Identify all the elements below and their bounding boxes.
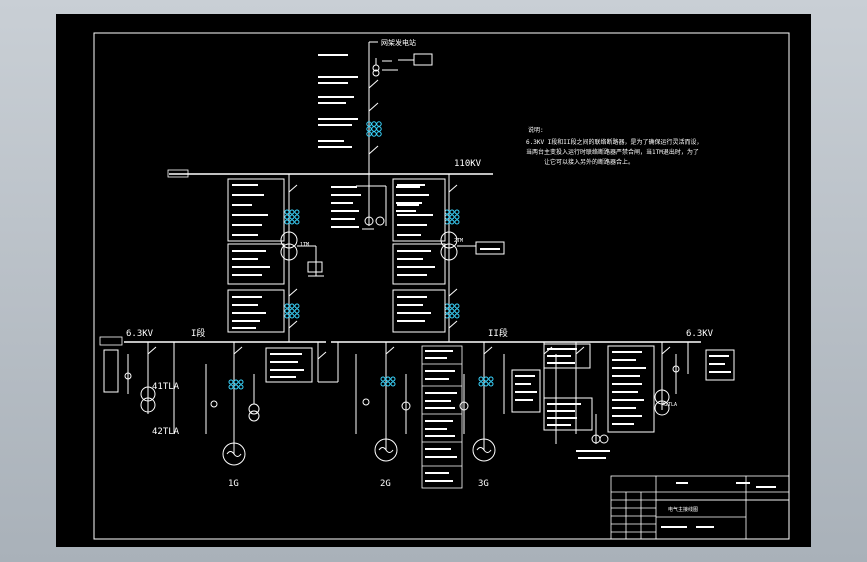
notes-block: 说明: 6.3KV I段和II段之间的联络断路器，是为了确保运行灵活而设， 当两… [526,126,703,166]
tr-42tla-left-label: 42TLA [152,427,180,437]
pt-branch-110 [356,174,387,230]
incomer-feeder [366,41,433,174]
title-block [610,475,790,540]
generator-3g-branch [459,342,505,462]
bus-end-box [167,169,189,178]
drawing-sheet: 网架发电站 110KV [56,14,811,547]
title-block-name: 电气主接线图 [668,506,698,513]
incomer-specs [318,54,358,148]
feeder-spec-panel [421,345,463,489]
left-pt-branch [103,342,175,434]
generator-1g-label: 1G [228,479,239,489]
bus-6kv-tag [99,336,123,346]
generator-3g-label: 3G [478,479,489,489]
tie-breaker [265,342,339,383]
bus-6kv-right-label: 6.3KV [686,329,714,339]
generator-2g-branch [355,342,411,462]
transformer-2tm-branch [392,174,505,342]
right-feeder-specs [515,348,610,459]
section-2-label: II段 [488,327,508,339]
transformer-1tm-branch [227,174,324,342]
transformer-1tm-specs [232,184,270,329]
transformer-1tm-label: 1TM [300,242,309,248]
single-line-diagram: 网架发电站 110KV [93,32,790,540]
bus-110kv-label: 110KV [454,159,482,169]
transformer-2tm-label: 2TM [454,238,463,244]
notes-line-2: 当两台主变投入运行时联络断路器严禁合闸，当1TM退出时，为了 [526,148,699,156]
generator-1g-branch [205,342,260,466]
grid-label: 网架发电站 [381,38,416,47]
tr-41tla-label: 41TLA [152,382,180,392]
notes-line-3: 让它可以接入另外的断路器合上。 [544,158,634,166]
title-block-cells [661,482,776,528]
tie-breaker-specs [270,353,304,378]
drawing-border [93,32,790,540]
tr-42tla-right-label: 42TLA [662,402,677,408]
bus-6kv-left-label: 6.3KV [126,329,154,339]
notes-line-1: 6.3KV I段和II段之间的联络断路器，是为了确保运行灵活而设， [526,138,703,146]
section-1-label: I段 [191,327,205,339]
generator-2g-label: 2G [380,479,391,489]
feeder-spec-text [425,350,457,482]
notes-title: 说明: [528,126,544,134]
right-pt-specs [612,351,731,425]
transformer-2tm-specs [397,184,500,322]
right-pt-branch [607,342,735,433]
